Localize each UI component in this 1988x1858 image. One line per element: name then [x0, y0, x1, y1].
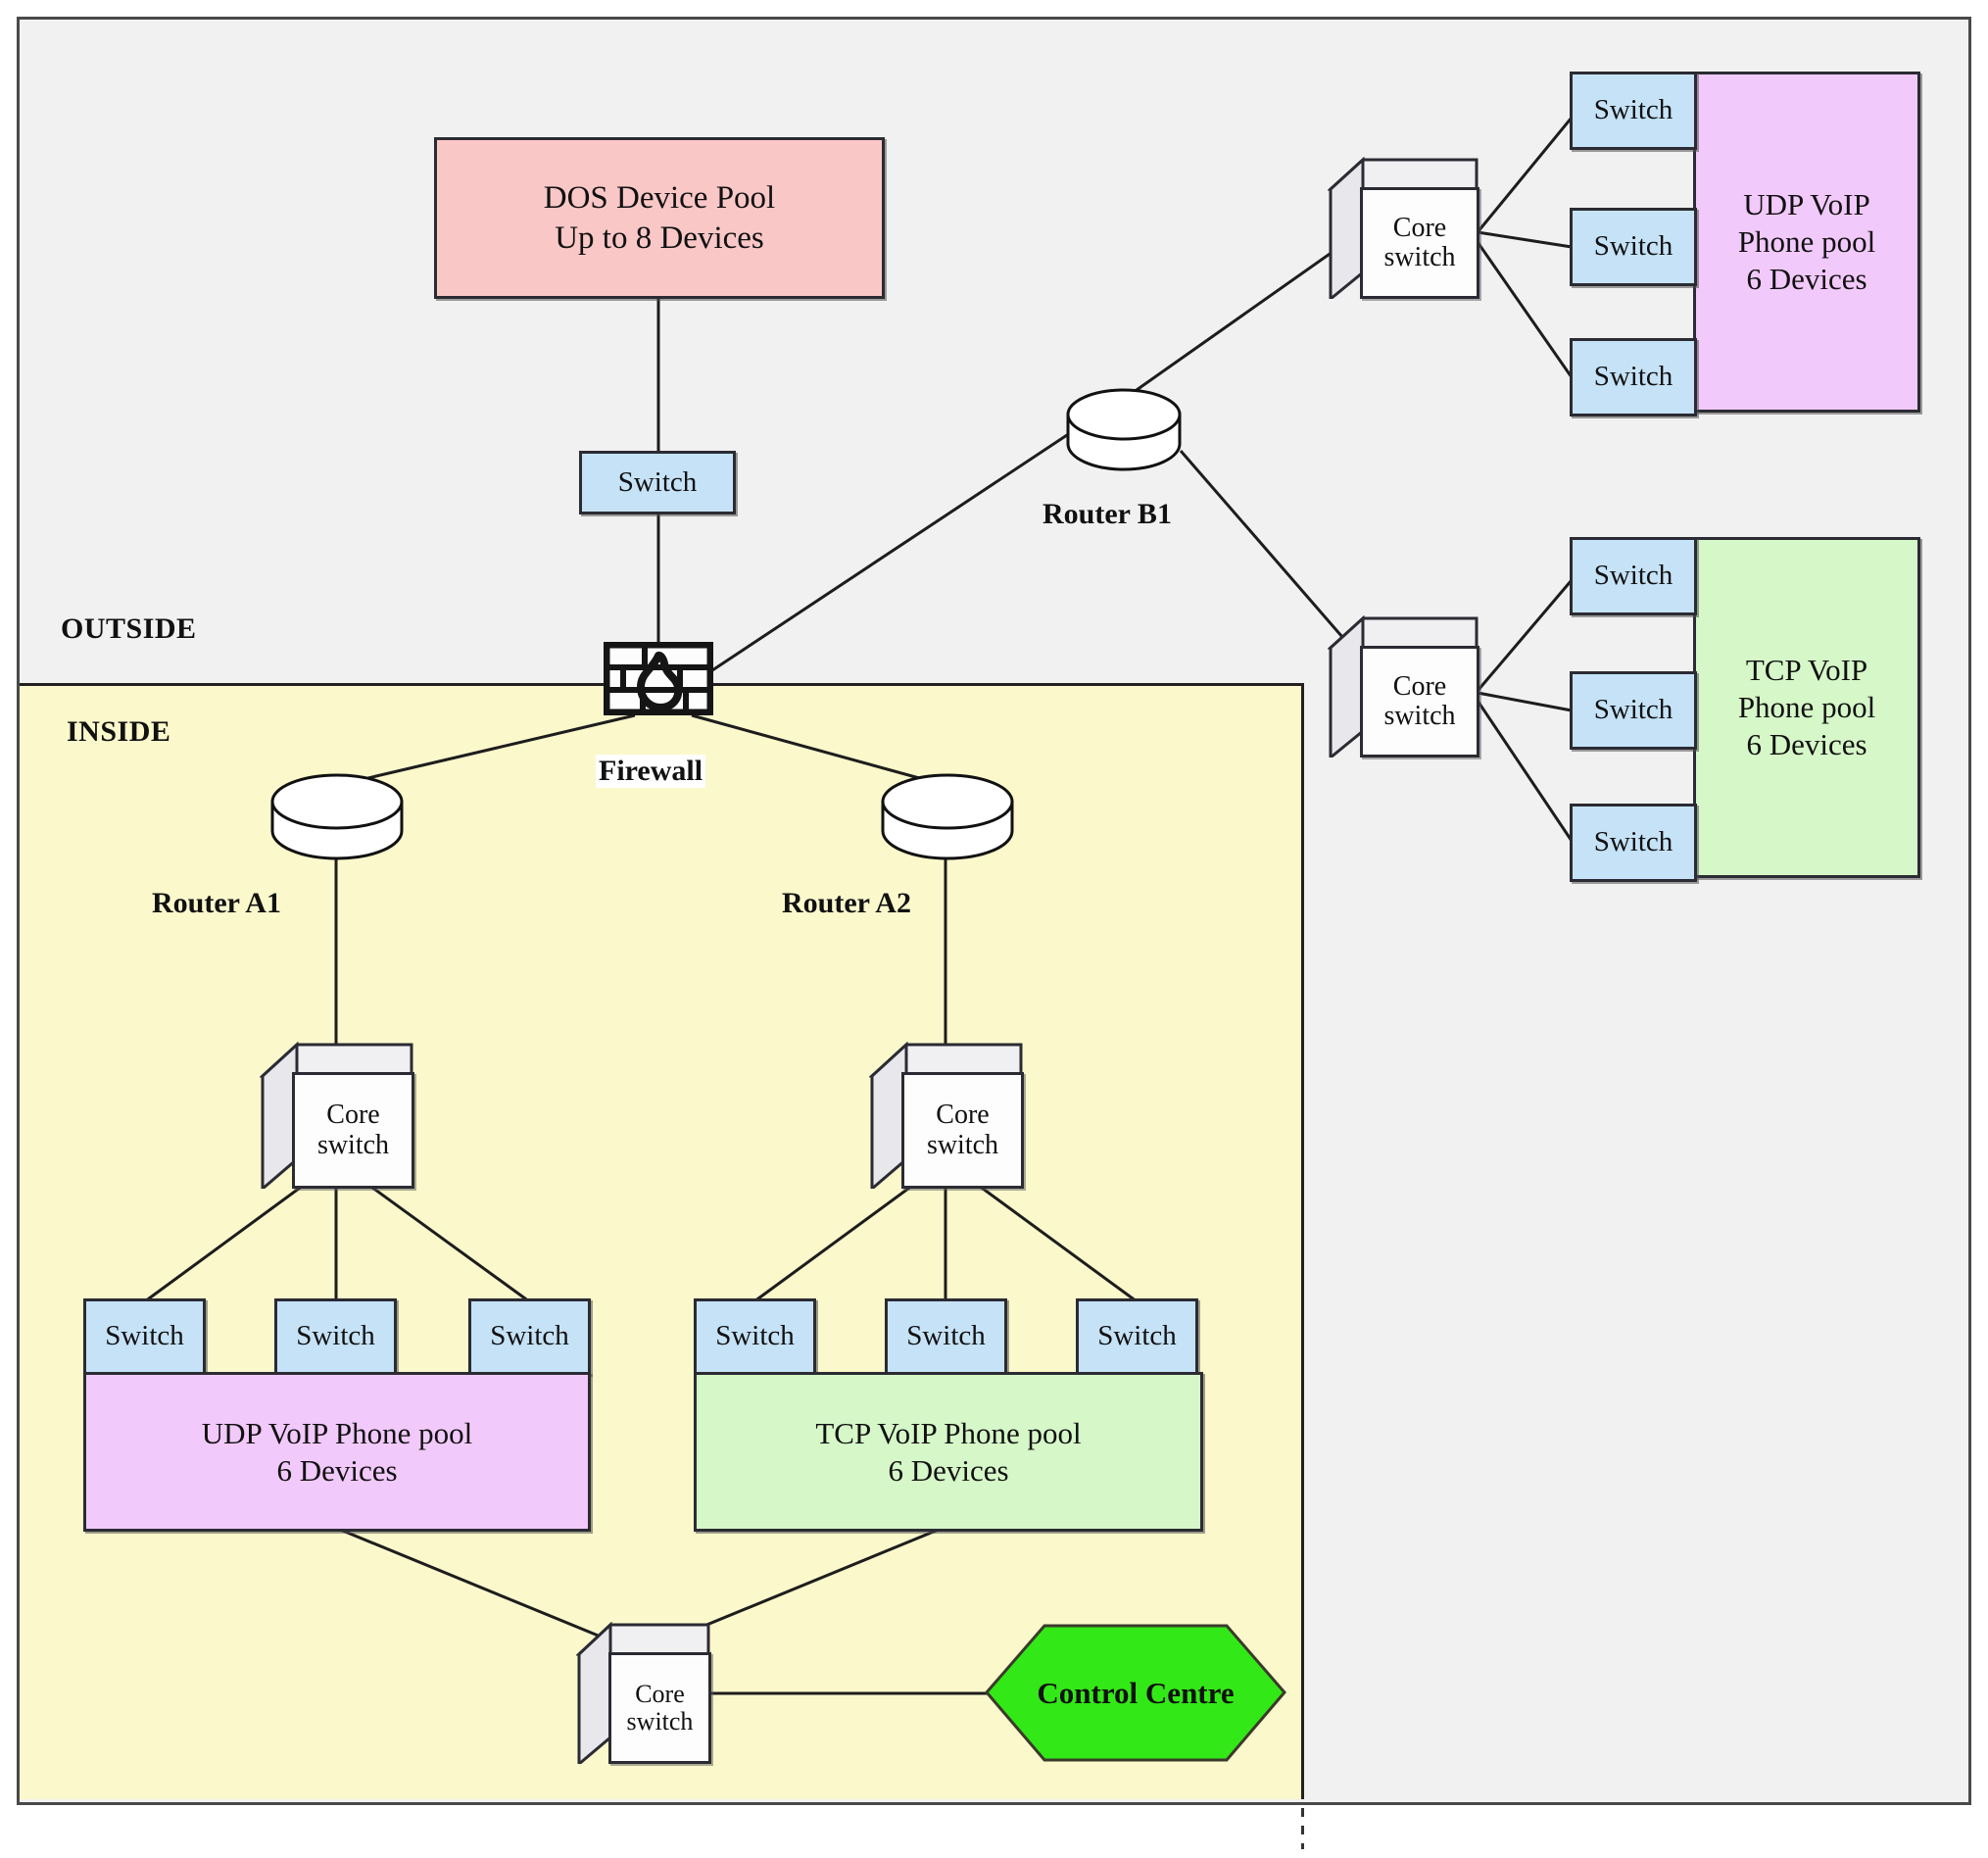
tcp-voip-pool-inside[interactable]: TCP VoIP Phone pool 6 Devices	[694, 1372, 1203, 1532]
core-switch-line1: Core	[635, 1679, 685, 1708]
router-a2-icon[interactable]	[880, 772, 1015, 865]
udp-pool-inside-line1: UDP VoIP Phone pool	[201, 1415, 473, 1450]
udp-pool-line2: Phone pool	[1737, 224, 1876, 260]
zone-divider-tick	[1301, 1808, 1304, 1849]
core-switch-outside-udp[interactable]: Core switch	[1328, 157, 1479, 299]
tcp-pool-inside-line2: 6 Devices	[888, 1452, 1009, 1488]
core-switch-inside-bottom[interactable]: Core switch	[576, 1622, 711, 1764]
dos-pool-line2: Up to 8 Devices	[555, 220, 764, 256]
udp-pool-inside-line2: 6 Devices	[276, 1452, 398, 1488]
core-switch-inside-a2[interactable]: Core switch	[869, 1042, 1024, 1189]
switch-inside-a1-3[interactable]: Switch	[468, 1298, 591, 1375]
switch-inside-a2-1[interactable]: Switch	[694, 1298, 816, 1375]
dos-device-pool-box[interactable]: DOS Device Pool Up to 8 Devices	[434, 137, 885, 299]
control-centre-hexagon[interactable]: Control Centre	[984, 1622, 1287, 1764]
udp-voip-pool-outside[interactable]: UDP VoIP Phone pool 6 Devices	[1693, 72, 1920, 413]
core-switch-outside-tcp[interactable]: Core switch	[1328, 615, 1479, 758]
switch-dos[interactable]: Switch	[579, 451, 736, 514]
firewall-label: Firewall	[596, 755, 706, 788]
tcp-pool-line1: TCP VoIP	[1745, 653, 1868, 688]
core-switch-line1: Core	[326, 1100, 380, 1131]
core-switch-line2: switch	[1383, 701, 1456, 731]
core-switch-line1: Core	[1392, 212, 1447, 243]
switch-outside-udp-2[interactable]: Switch	[1570, 208, 1697, 286]
dos-pool-line1: DOS Device Pool	[543, 180, 776, 217]
core-switch-line1: Core	[1392, 670, 1447, 702]
core-switch-face: Core switch	[901, 1072, 1024, 1189]
udp-voip-pool-inside[interactable]: UDP VoIP Phone pool 6 Devices	[83, 1372, 591, 1532]
router-b1-icon[interactable]	[1065, 387, 1183, 475]
core-switch-face: Core switch	[1360, 646, 1479, 758]
outside-zone-label: OUTSIDE	[61, 612, 197, 645]
core-switch-inside-a1[interactable]: Core switch	[260, 1042, 414, 1189]
core-switch-line2: switch	[316, 1129, 390, 1160]
switch-outside-tcp-2[interactable]: Switch	[1570, 671, 1697, 750]
router-a1-icon[interactable]	[269, 772, 405, 865]
udp-pool-line1: UDP VoIP	[1743, 187, 1870, 222]
firewall-icon[interactable]	[603, 641, 714, 716]
switch-inside-a1-1[interactable]: Switch	[83, 1298, 206, 1375]
core-switch-line1: Core	[936, 1100, 990, 1131]
tcp-voip-pool-outside[interactable]: TCP VoIP Phone pool 6 Devices	[1693, 537, 1920, 878]
switch-inside-a2-2[interactable]: Switch	[885, 1298, 1007, 1375]
tcp-pool-line3: 6 Devices	[1746, 726, 1867, 761]
core-switch-line2: switch	[626, 1707, 694, 1736]
core-switch-face: Core switch	[1360, 187, 1479, 299]
router-b1-label: Router B1	[1042, 498, 1172, 530]
inside-zone-label: INSIDE	[67, 715, 171, 748]
switch-outside-udp-3[interactable]: Switch	[1570, 338, 1697, 416]
switch-inside-a2-3[interactable]: Switch	[1076, 1298, 1198, 1375]
router-a1-label: Router A1	[152, 887, 281, 919]
udp-pool-line3: 6 Devices	[1746, 261, 1867, 296]
control-centre-label: Control Centre	[1037, 1675, 1235, 1710]
switch-outside-udp-1[interactable]: Switch	[1570, 72, 1697, 150]
core-switch-line2: switch	[1383, 242, 1456, 272]
core-switch-line2: switch	[926, 1129, 999, 1160]
switch-outside-tcp-3[interactable]: Switch	[1570, 804, 1697, 882]
core-switch-face: Core switch	[292, 1072, 414, 1189]
switch-inside-a1-2[interactable]: Switch	[274, 1298, 397, 1375]
core-switch-face: Core switch	[608, 1652, 711, 1764]
router-a2-label: Router A2	[782, 887, 911, 919]
tcp-pool-inside-line1: TCP VoIP Phone pool	[815, 1415, 1082, 1450]
tcp-pool-line2: Phone pool	[1737, 690, 1876, 725]
switch-outside-tcp-1[interactable]: Switch	[1570, 537, 1697, 615]
